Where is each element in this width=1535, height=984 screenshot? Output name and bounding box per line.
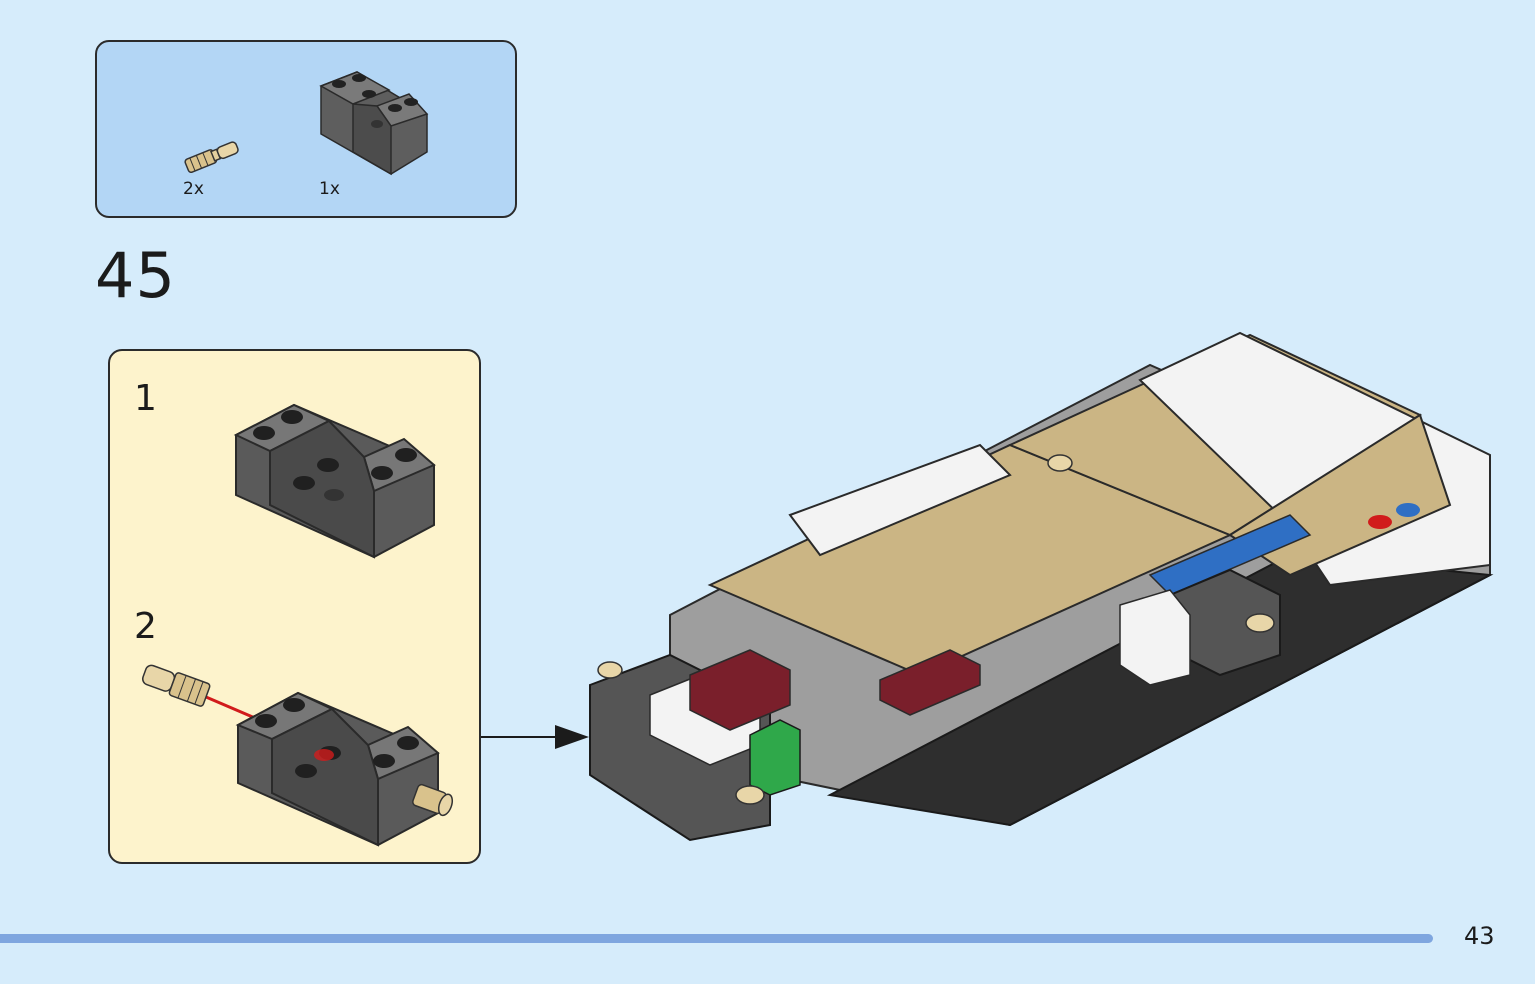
sub-step-1-brick-icon <box>233 403 436 559</box>
axle-pin-icon <box>184 141 239 174</box>
car-chassis-model-illustration <box>589 331 1494 842</box>
parts-list-box: 2x 1x <box>95 40 517 218</box>
sub-assembly-box: 1 2 <box>108 349 481 864</box>
part-count-brick: 1x <box>319 179 340 199</box>
page-number: 43 <box>1464 922 1495 950</box>
footer-divider <box>0 934 1433 943</box>
sub-step-number-2: 2 <box>134 606 157 647</box>
brick-with-holes-icon <box>319 71 429 176</box>
part-count-axle-pin: 2x <box>183 179 204 199</box>
step-number: 45 <box>95 239 176 312</box>
sub-step-2-assembly-icon <box>141 664 454 847</box>
insert-arrow-icon <box>481 725 589 749</box>
sub-step-number-1: 1 <box>134 378 157 419</box>
